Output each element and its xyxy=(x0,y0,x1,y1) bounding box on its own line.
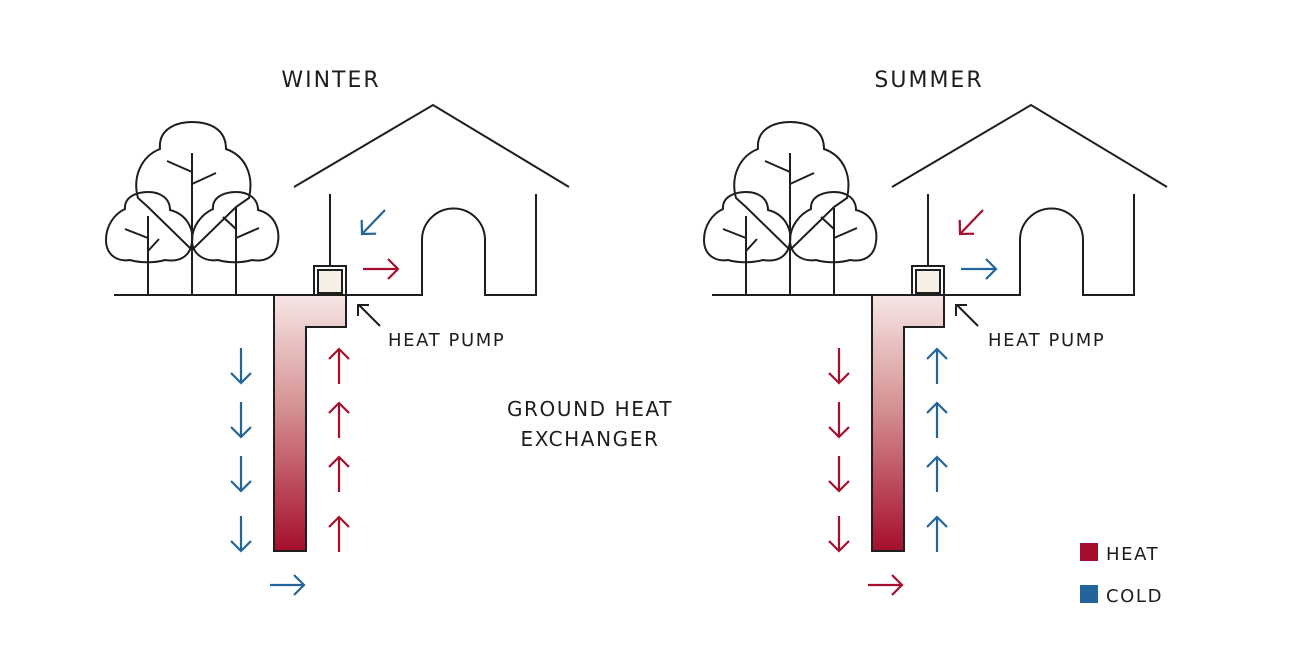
heat-pump-label: HEAT PUMP xyxy=(988,330,1105,351)
ground-bottom-arrow xyxy=(270,574,306,596)
ground-up-arrow xyxy=(328,347,350,384)
center-label-line2: EXCHANGER xyxy=(521,427,660,451)
ground-up-arrow xyxy=(328,515,350,552)
scene-title: WINTER xyxy=(281,68,380,93)
ground-up-arrow xyxy=(926,347,948,384)
ground-bottom-arrow xyxy=(868,574,904,596)
heat-pump-label: HEAT PUMP xyxy=(388,330,505,351)
ground-heat-exchanger-label: GROUND HEAT EXCHANGER xyxy=(507,397,673,451)
ground-down-arrow xyxy=(828,402,850,439)
ground-down-arrow xyxy=(230,348,252,385)
legend-item-heat: HEAT xyxy=(1080,543,1159,565)
legend-swatch-heat xyxy=(1080,543,1098,561)
ground-up-arrow xyxy=(926,515,948,552)
ground-down-arrow xyxy=(230,456,252,493)
ground-down-arrow xyxy=(230,516,252,553)
legend-swatch-cold xyxy=(1080,585,1098,603)
ground-up-arrow xyxy=(328,401,350,438)
ground-up-arrow xyxy=(328,455,350,492)
indoor-right-arrow xyxy=(363,258,400,280)
ground-down-arrow xyxy=(828,348,850,385)
ground-up-arrow xyxy=(926,455,948,492)
legend: HEAT COLD xyxy=(1080,543,1163,607)
ground-down-arrow xyxy=(230,402,252,439)
summer-scene: SUMMER HEAT PUMP xyxy=(703,68,1168,596)
indoor-diagonal-arrow xyxy=(360,209,386,236)
ground-down-arrow xyxy=(828,516,850,553)
winter-scene: WINTER HEAT PUMP xyxy=(105,68,570,596)
center-label-line1: GROUND HEAT xyxy=(507,397,673,421)
scene-title: SUMMER xyxy=(874,68,983,93)
indoor-diagonal-arrow xyxy=(958,209,984,236)
legend-label-heat: HEAT xyxy=(1106,544,1159,565)
legend-item-cold: COLD xyxy=(1080,585,1163,607)
indoor-right-arrow xyxy=(961,258,998,280)
legend-label-cold: COLD xyxy=(1106,586,1163,607)
ground-down-arrow xyxy=(828,456,850,493)
ground-up-arrow xyxy=(926,401,948,438)
